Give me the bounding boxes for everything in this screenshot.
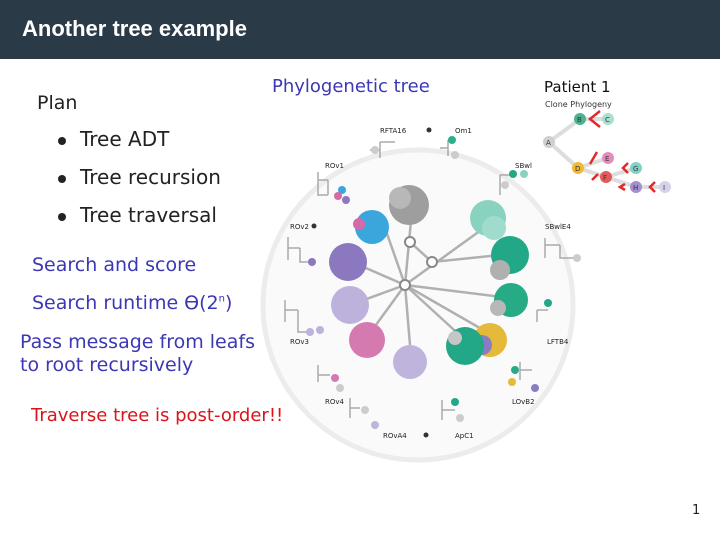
clone-node-label: G <box>633 165 638 173</box>
sample-label: ROvA4 <box>383 432 407 440</box>
internal-node <box>426 256 438 268</box>
clone-node-label: D <box>575 165 580 173</box>
clone-node-label: H <box>633 184 638 192</box>
sample-leaf-dots <box>306 136 581 429</box>
sample-label: ROv4 <box>325 398 345 406</box>
sample-label: ROv1 <box>325 162 344 170</box>
clone-node-label: I <box>663 184 665 192</box>
page-number: 1 <box>692 503 701 518</box>
sample-label: Om1 <box>455 127 472 135</box>
sample-label: ROv2 <box>290 223 309 231</box>
clone-node-label: B <box>577 116 582 124</box>
sample-mini-trees <box>284 139 577 420</box>
root-node <box>399 279 411 291</box>
search-score-text: Search and score <box>32 254 197 276</box>
sample-label: LOvB2 <box>512 398 535 406</box>
clone-clusters <box>329 185 529 379</box>
search-runtime-text: Search runtime ϴ(2n) <box>32 292 233 314</box>
clone-phylogeny: B C A E D G F H I <box>543 110 671 193</box>
bullet-icon <box>58 175 66 183</box>
traverse-text: Traverse tree is post-order!! <box>31 405 284 426</box>
patient-label: Patient 1 <box>544 78 611 96</box>
sample-label: SBwl <box>515 162 532 170</box>
slide-title: Another tree example <box>22 16 247 41</box>
figure-title: Phylogenetic tree <box>272 76 430 97</box>
sample-label: RFTA16 <box>380 127 407 135</box>
clone-phylogeny-label: Clone Phylogeny <box>545 100 612 109</box>
clone-node-label: F <box>603 174 607 182</box>
plan-heading: Plan <box>37 92 78 114</box>
sample-label: ROv3 <box>290 338 309 346</box>
sample-label: SBwlE4 <box>545 223 571 231</box>
sample-label: ApC1 <box>455 432 474 440</box>
plan-item: Tree recursion <box>58 165 221 203</box>
plan-item: Tree ADT <box>58 127 221 165</box>
clone-node-label: A <box>546 139 551 147</box>
title-bar: Another tree example <box>0 0 720 59</box>
plan-list: Tree ADT Tree recursion Tree traversal <box>58 127 221 241</box>
clone-node-label: E <box>605 155 609 163</box>
sample-label: LFTB4 <box>547 338 569 346</box>
internal-node <box>404 236 416 248</box>
bullet-icon <box>58 137 66 145</box>
bullet-icon <box>58 213 66 221</box>
clone-node-label: C <box>605 116 610 124</box>
plan-item: Tree traversal <box>58 203 221 241</box>
